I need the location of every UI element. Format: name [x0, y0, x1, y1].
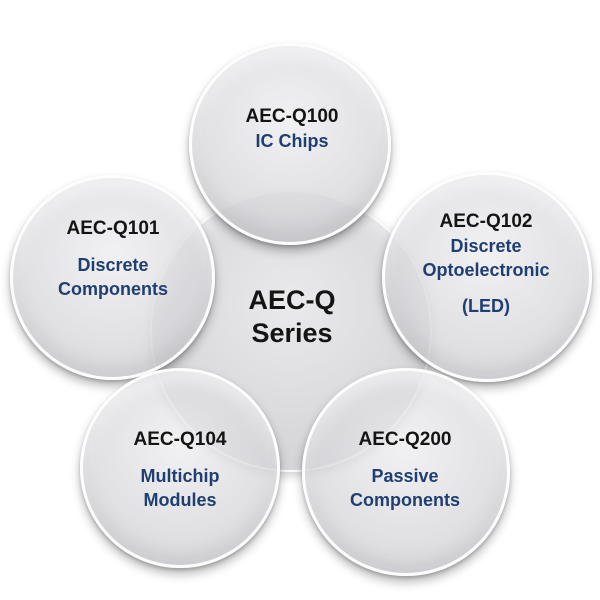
node-label-q200: AEC-Q200 Passive Components — [350, 428, 460, 512]
node-circle-q100 — [189, 43, 391, 245]
node-code: AEC-Q101 — [66, 218, 160, 239]
node-desc-line: (LED) — [462, 296, 510, 316]
node-desc-line: IC Chips — [255, 131, 329, 151]
node-desc-line: Components — [58, 279, 168, 299]
node-desc-line: Optoelectronic — [422, 260, 550, 280]
node-desc-line: Passive — [371, 466, 439, 486]
center-title-line1: AEC-Q — [248, 285, 336, 315]
node-code: AEC-Q104 — [133, 429, 227, 450]
node-desc-line: Components — [350, 490, 460, 510]
node-circle-q200 — [302, 368, 510, 576]
node-code: AEC-Q102 — [439, 211, 533, 232]
node-desc-line: Modules — [143, 490, 217, 510]
node-label-q104: AEC-Q104 Multichip Modules — [134, 428, 227, 512]
node-code: AEC-Q100 — [245, 106, 339, 127]
node-desc-line: Multichip — [140, 466, 220, 486]
node-label-q101: AEC-Q101 Discrete Components — [58, 217, 168, 301]
node-circle-q101 — [10, 175, 215, 380]
node-label-q100: AEC-Q100 IC Chips — [246, 105, 339, 153]
node-code: AEC-Q200 — [358, 429, 452, 450]
node-desc-line: Discrete — [77, 255, 149, 275]
center-title-line2: Series — [251, 318, 333, 348]
center-title: AEC-Q Series — [249, 284, 336, 350]
node-desc-line: Discrete — [450, 236, 522, 256]
node-circle-q104 — [80, 368, 280, 568]
node-label-q102: AEC-Q102 Discrete Optoelectronic (LED) — [422, 210, 549, 318]
node-circle-q102 — [382, 172, 592, 382]
